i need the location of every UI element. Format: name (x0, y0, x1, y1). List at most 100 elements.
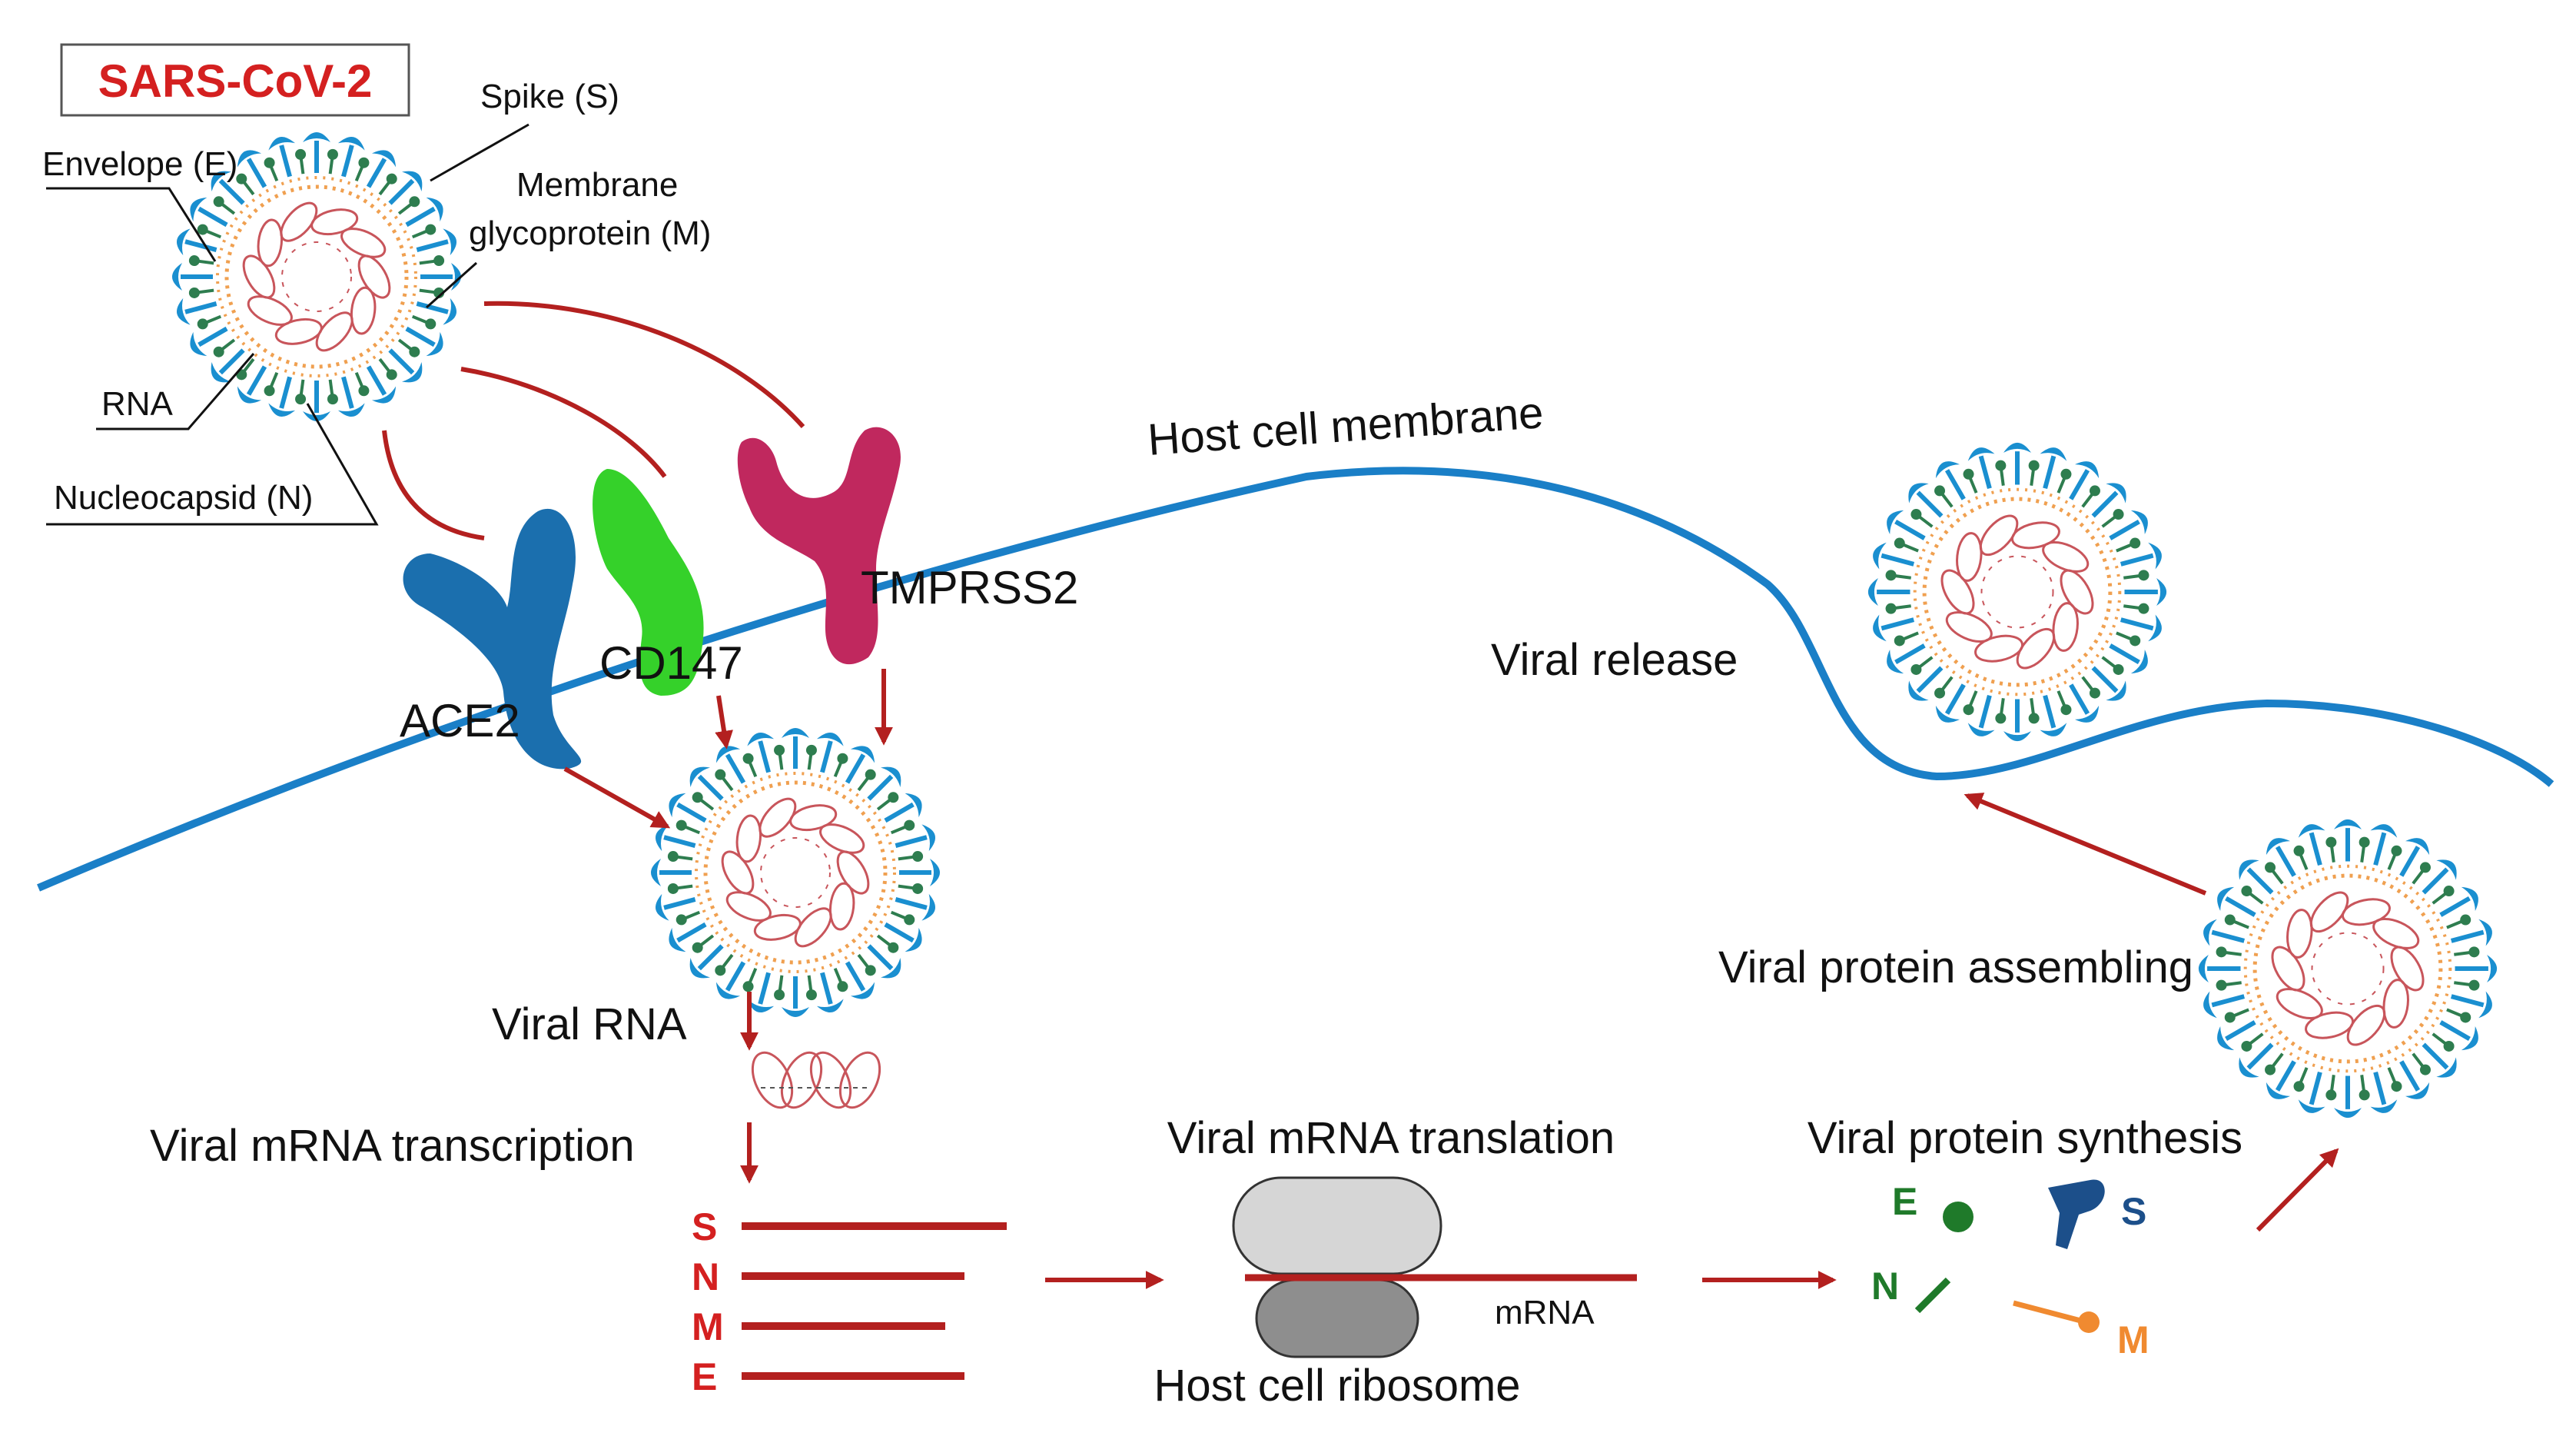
host-cell-membrane (37, 467, 2554, 892)
spike-stem (2275, 846, 2296, 877)
membrane-protein-head (1885, 570, 1897, 581)
membrane-protein-head (805, 989, 817, 1001)
spike-head (2074, 461, 2100, 479)
membrane-protein-head (1910, 663, 1922, 675)
membrane-protein-head (295, 394, 307, 405)
rna-loop (809, 1051, 852, 1109)
membrane-protein-head (386, 369, 397, 381)
spike-head (1908, 680, 1929, 701)
rna-loop (2372, 917, 2420, 949)
membrane-protein-head (2224, 1012, 2236, 1023)
spike-head (921, 893, 935, 921)
envelope-ring (695, 772, 896, 973)
membrane-label-line1: Membrane (516, 166, 678, 204)
spike-head (2478, 919, 2492, 946)
spike-head (782, 1007, 809, 1017)
spike-stem (697, 774, 724, 801)
membrane-protein-head (667, 883, 679, 894)
protein-n-icon (1914, 1277, 1951, 1314)
membrane-protein-head (774, 744, 785, 756)
spike-stem (405, 206, 436, 228)
membrane-protein-head (2443, 886, 2455, 897)
membrane-protein-head (1934, 687, 1946, 699)
cd147-label: CD147 (599, 637, 743, 689)
spike-stem (246, 158, 267, 188)
membrane-protein-head (865, 965, 876, 976)
rna-loop (2346, 1004, 2386, 1046)
rna-loop (1974, 634, 2024, 663)
spike-head (371, 150, 397, 168)
spike-head (2370, 824, 2398, 838)
spike-stem (2091, 490, 2119, 518)
spike-head (2298, 1099, 2325, 1113)
mrna-label: mRNA (1495, 1294, 1595, 1331)
protein-s-label: S (2121, 1190, 2146, 1233)
membrane-protein-head (888, 942, 899, 953)
protein-e-label: E (1892, 1180, 1917, 1223)
membrane-protein-head (715, 965, 726, 976)
spike-stem (279, 376, 292, 409)
spike-head (2436, 1057, 2457, 1078)
spike-head (426, 331, 443, 357)
ace2-label: ACE2 (400, 695, 520, 746)
gene-label: E (692, 1355, 717, 1398)
membrane-protein-head (2113, 663, 2124, 675)
ace2-binding-line (382, 430, 485, 540)
membrane-protein-head (2391, 845, 2402, 856)
cd147-receptor: CD147 (593, 469, 743, 696)
rna-loop (2286, 909, 2313, 959)
membrane-protein-head (2113, 509, 2124, 520)
spike-leader-line (430, 123, 529, 182)
membrane-protein-head (409, 196, 420, 208)
spike-stem (1944, 469, 1966, 500)
membrane-protein-head (1995, 713, 2007, 724)
membrane-protein-head (715, 769, 726, 780)
spike-stem (2450, 929, 2485, 943)
membrane-protein-head (2130, 635, 2141, 647)
spike-stem (1894, 519, 1926, 540)
rna-loop (2309, 891, 2349, 933)
membrane-protein-head (2460, 1012, 2471, 1023)
spike-head (2298, 824, 2325, 838)
spike-head (689, 958, 710, 979)
spike-stem (884, 922, 915, 943)
spike-head (2156, 578, 2167, 607)
spike-head (451, 263, 461, 291)
spike-stem (279, 145, 292, 178)
spike-stem (1881, 617, 1915, 631)
rna-loop (751, 1051, 794, 1109)
tmprss2-binding-line (483, 301, 805, 429)
membrane-protein-head (2325, 836, 2337, 848)
rna-loop (735, 814, 762, 863)
spike-head (669, 927, 686, 952)
spike-head (715, 982, 741, 999)
membrane-protein-head (837, 981, 848, 992)
spike-head (402, 362, 423, 383)
spike-stem (1978, 694, 1992, 729)
spike-head (2334, 819, 2362, 829)
rna-loop (340, 228, 387, 258)
spike-stem (2120, 617, 2154, 631)
spike-head (2217, 886, 2235, 912)
spike-stem (1916, 666, 1944, 693)
spike-stem (2120, 553, 2154, 567)
membrane-protein-head (1910, 509, 1922, 520)
rna-loop (310, 208, 359, 236)
spike-head (850, 746, 875, 763)
spike-stem (2043, 694, 2056, 729)
release-label: Viral release (1491, 635, 1738, 685)
rna-loop (357, 254, 391, 299)
membrane-protein-head (295, 148, 307, 160)
rna-label: RNA (101, 385, 174, 423)
spike-head (177, 298, 191, 325)
spike-head (190, 331, 207, 357)
spike-head (816, 999, 844, 1012)
spike-stem (1944, 683, 1966, 715)
membrane-protein-head (2419, 1064, 2431, 1075)
spike-head (2217, 1025, 2235, 1051)
spike-stem (697, 944, 724, 971)
spike-head (1967, 447, 1995, 461)
membrane-protein-head (409, 346, 420, 357)
envelope-ring (1922, 497, 2113, 687)
